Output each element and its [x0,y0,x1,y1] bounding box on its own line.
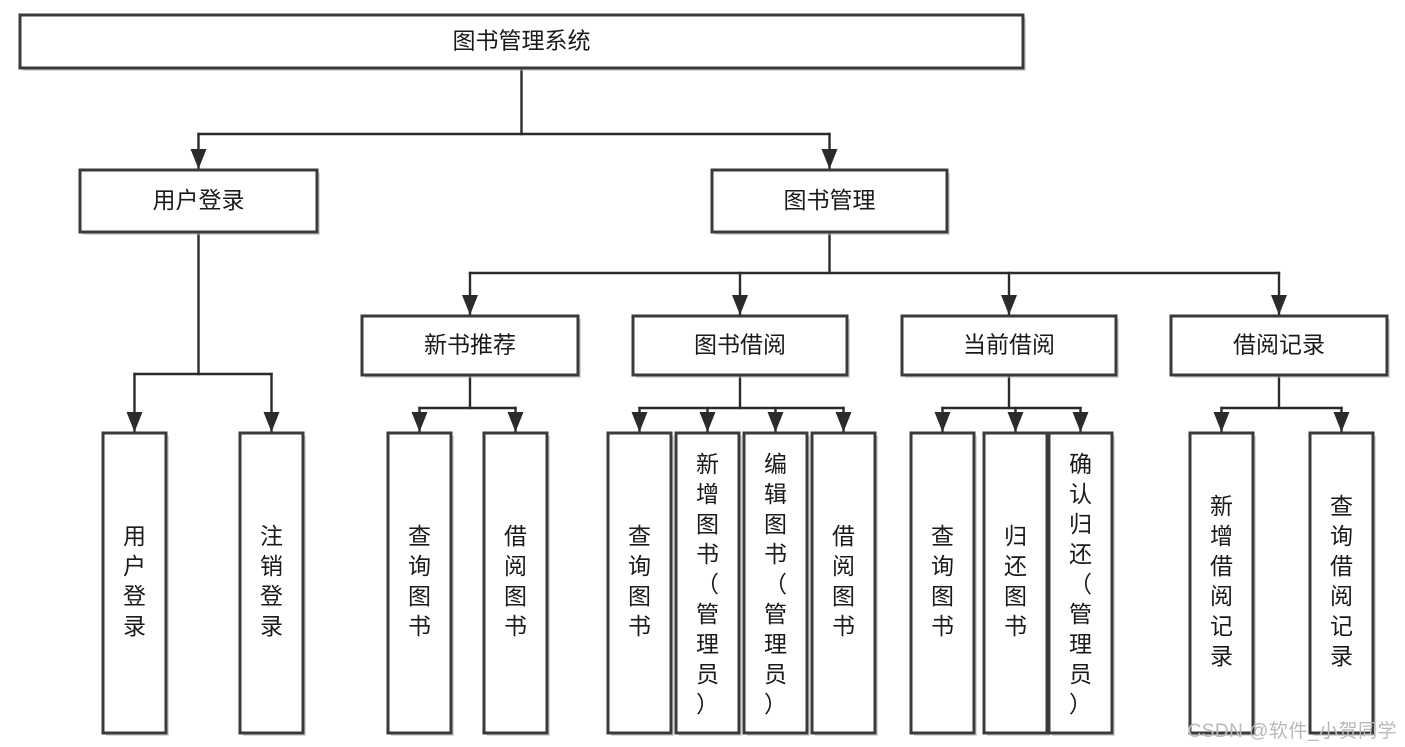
arrow-head-icon [934,412,951,432]
node-box[interactable] [810,431,877,735]
node-label: 编辑图书（管理员） [764,451,787,717]
node-leaf-11[interactable]: 新增借阅记录 [1188,431,1256,736]
node-label: 借阅图书 [832,523,855,639]
node-level2-1[interactable]: 图书管理 [710,168,950,235]
node-label: 图书借阅 [694,332,786,358]
node-box[interactable] [1188,431,1255,735]
node-label: 查询图书 [628,523,651,639]
arrow-head-icon [732,295,748,315]
node-box[interactable] [742,431,809,735]
node-box[interactable] [710,168,949,234]
arrow-head-icon [126,412,143,432]
csdn-watermark: CSDN @软件_小贺同学 [1187,721,1397,742]
node-leaf-6[interactable]: 编辑图书（管理员） [742,431,810,736]
node-label: 当前借阅 [963,332,1055,358]
arrow-head-icon [263,412,280,432]
arrow-head-icon [1001,295,1017,315]
node-leaf-1[interactable]: 注销登录 [238,431,306,736]
node-box[interactable] [101,431,168,735]
node-box[interactable] [674,431,741,735]
node-box[interactable] [1308,431,1375,735]
node-level3-1[interactable]: 图书借阅 [631,314,850,378]
node-leaf-3[interactable]: 借阅图书 [482,431,550,736]
node-leaf-7[interactable]: 借阅图书 [810,431,878,736]
node-box[interactable] [1169,314,1389,377]
node-box[interactable] [900,314,1118,377]
node-label: 用户登录 [153,187,245,213]
node-level3-3[interactable]: 借阅记录 [1169,314,1390,378]
arrow-head-icon [835,412,852,432]
node-leaf-10[interactable]: 确认归还（管理员） [1047,431,1115,736]
arrow-head-icon [631,412,648,432]
arrow-head-icon [1271,295,1287,315]
node-label: 用户登录 [123,523,146,639]
node-level2-0[interactable]: 用户登录 [78,168,320,235]
node-box[interactable] [631,314,849,377]
arrow-head-icon [1072,412,1089,432]
arrow-head-icon [767,412,784,432]
nodes-layer: 图书管理系统用户登录图书管理新书推荐图书借阅当前借阅借阅记录用户登录注销登录查询… [18,13,1390,736]
arrow-head-icon [699,412,716,432]
node-label: 借阅记录 [1233,332,1325,358]
node-leaf-0[interactable]: 用户登录 [101,431,169,736]
arrow-head-icon [1007,412,1024,432]
node-label: 查询图书 [408,523,431,639]
node-leaf-5[interactable]: 新增图书（管理员） [674,431,742,736]
node-label: 归还图书 [1004,523,1027,639]
node-label: 注销登录 [260,523,283,639]
node-leaf-4[interactable]: 查询图书 [606,431,674,736]
node-leaf-2[interactable]: 查询图书 [386,431,454,736]
node-box[interactable] [909,431,976,735]
arrow-head-icon [462,295,478,315]
arrow-head-icon [411,412,428,432]
node-label: 确认归还（管理员） [1069,451,1092,717]
node-label: 借阅图书 [504,523,527,639]
arrow-head-icon [1213,412,1230,432]
connectors-layer [126,66,1350,434]
node-label: 新书推荐 [424,332,516,358]
node-box[interactable] [386,431,453,735]
node-leaf-12[interactable]: 查询借阅记录 [1308,431,1376,736]
node-leaf-9[interactable]: 归还图书 [982,431,1050,736]
arrow-head-icon [190,149,207,169]
node-level3-2[interactable]: 当前借阅 [900,314,1119,378]
node-box[interactable] [360,314,580,377]
node-label: 查询借阅记录 [1330,493,1353,669]
node-box[interactable] [982,431,1049,735]
arrow-head-icon [507,412,524,432]
node-box[interactable] [1047,431,1114,735]
node-label: 图书管理 [784,187,876,213]
node-box[interactable] [482,431,549,735]
node-level3-0[interactable]: 新书推荐 [360,314,581,378]
node-box[interactable] [78,168,319,234]
node-leaf-8[interactable]: 查询图书 [909,431,977,736]
node-label: 新增借阅记录 [1210,493,1233,669]
node-label: 图书管理系统 [453,28,591,54]
node-label: 新增图书（管理员） [696,451,719,717]
arrow-head-icon [1333,412,1350,432]
node-box[interactable] [238,431,305,735]
node-box[interactable] [18,13,1025,70]
node-label: 查询图书 [931,523,954,639]
node-box[interactable] [606,431,673,735]
node-root-0[interactable]: 图书管理系统 [18,13,1026,71]
arrow-head-icon [821,149,838,169]
